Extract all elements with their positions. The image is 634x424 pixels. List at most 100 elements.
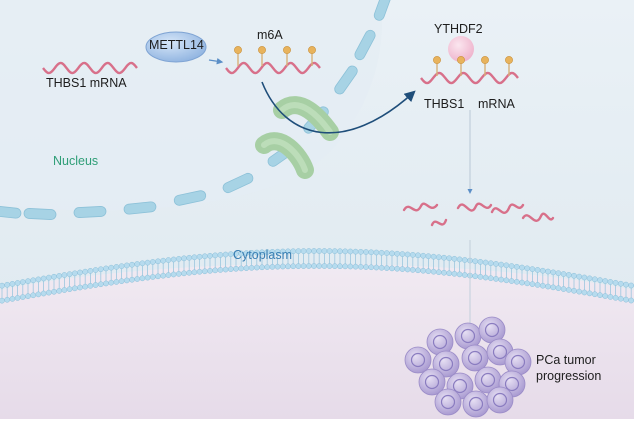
m6a-label: m6A [257, 28, 283, 42]
lipid-head-outer [368, 249, 375, 256]
lipid-head-inner [545, 283, 551, 290]
lipid-head-outer [103, 265, 109, 272]
lipid-head-outer [56, 273, 63, 279]
lipid-head-inner [129, 276, 135, 283]
tumor-cell-nucleus [492, 344, 508, 360]
lipid-head-outer [9, 281, 16, 287]
lipid-head-inner [61, 287, 68, 293]
lipid-head-inner [571, 287, 577, 294]
lipid-head-inner [123, 277, 130, 284]
m6a-mark-dot [258, 46, 266, 54]
lipid-head-outer [363, 249, 369, 255]
nuclear-pore [373, 0, 393, 21]
lipid-head-outer [123, 262, 130, 269]
m6a-mark-dot [505, 56, 513, 64]
lipid-head-outer [51, 273, 57, 280]
lipid-head-inner [92, 282, 99, 288]
lipid-head-outer [30, 277, 37, 284]
lipid-head-inner [539, 282, 546, 289]
lipid-head-outer [181, 255, 187, 262]
lipid-head-inner [19, 294, 26, 300]
m6a-marks-cytoplasm [433, 56, 513, 76]
nuclear-pore [222, 172, 254, 194]
lipid-head-inner [186, 269, 193, 276]
lipid-head-outer [186, 254, 193, 261]
lipid-head-outer [571, 272, 577, 279]
ythdf2-label: YTHDF2 [434, 22, 483, 36]
lipid-head-inner [144, 274, 151, 281]
lipid-head-outer [420, 252, 427, 259]
nuclear-pore [354, 29, 376, 61]
lipid-head-outer [165, 257, 172, 263]
mettl14-to-mrna-arrow [208, 57, 224, 65]
lipid-head-inner [82, 283, 89, 290]
lipid-head-outer [576, 273, 583, 280]
lipid-head-outer [597, 277, 603, 283]
lipid-head-inner [9, 296, 16, 302]
lipid-head-inner [342, 263, 349, 270]
lipid-head-outer [342, 248, 349, 255]
lipid-head-inner [295, 263, 302, 269]
lipid-head-inner [337, 263, 343, 270]
lipid-head-outer [134, 261, 141, 267]
methylated-mrna-nucleus [225, 61, 321, 75]
tumor-cell-nucleus [410, 352, 426, 368]
lipid-head-outer [160, 257, 167, 264]
lipid-head-outer [461, 257, 468, 263]
lipid-head-outer [524, 265, 531, 272]
lipid-head-inner [560, 286, 567, 292]
lipid-head-inner [352, 263, 359, 270]
lipid-head-inner [222, 266, 229, 273]
lipid-head-outer [321, 248, 328, 254]
lipid-head-inner [279, 263, 286, 270]
lipid-head-outer [175, 256, 182, 262]
lipid-head-outer [40, 275, 47, 282]
mrna-word-label: mRNA [478, 97, 515, 111]
tumor-cell-nucleus [432, 334, 448, 350]
lipid-head-inner [155, 273, 161, 280]
lipid-head-outer [337, 248, 343, 255]
lipid-head-outer [508, 263, 515, 269]
lipid-head-inner [170, 271, 177, 278]
lipid-head-outer [409, 252, 416, 258]
lipid-head-inner [160, 272, 167, 279]
cell-membrane [0, 248, 634, 304]
lipid-head-outer [560, 271, 567, 277]
lipid-head-inner [555, 285, 562, 292]
lipid-head-inner [14, 295, 21, 301]
lipid-head-inner [175, 271, 182, 277]
lipid-head-outer [586, 275, 593, 282]
lipid-head-outer [623, 281, 629, 288]
lipid-head-outer [581, 274, 588, 281]
lipid-head-outer [217, 252, 224, 258]
lipid-head-outer [617, 280, 624, 287]
lipid-head-inner [415, 267, 421, 274]
lipid-head-inner [300, 263, 307, 269]
lipid-head-outer [207, 252, 213, 259]
lipid-head-outer [404, 251, 411, 258]
lipid-head-outer [446, 255, 453, 262]
lipid-head-outer [555, 270, 562, 277]
tumor-cell [404, 346, 432, 374]
lipid-head-inner [243, 265, 250, 271]
lipid-head-inner [409, 267, 416, 273]
lipid-head-inner [149, 274, 156, 280]
lipid-head-inner [363, 264, 369, 270]
lipid-head-outer [45, 274, 52, 281]
lipid-head-inner [118, 278, 125, 285]
lipid-head-inner [628, 297, 634, 304]
lipid-head-outer [430, 253, 437, 260]
lipid-head-inner [207, 267, 213, 274]
lipid-head-outer [487, 260, 494, 267]
lipid-head-inner [435, 269, 442, 276]
lipid-head-outer [295, 248, 302, 254]
lipid-head-outer [71, 270, 78, 277]
lipid-head-inner [451, 270, 458, 277]
lipid-head-outer [331, 248, 338, 254]
tumor-cell-nucleus [468, 396, 484, 412]
lipid-head-inner [0, 297, 5, 304]
nuclear-pore [23, 208, 57, 220]
lipid-head-inner [274, 263, 281, 270]
lipid-head-inner [378, 264, 385, 271]
lipid-head-outer [399, 251, 406, 257]
